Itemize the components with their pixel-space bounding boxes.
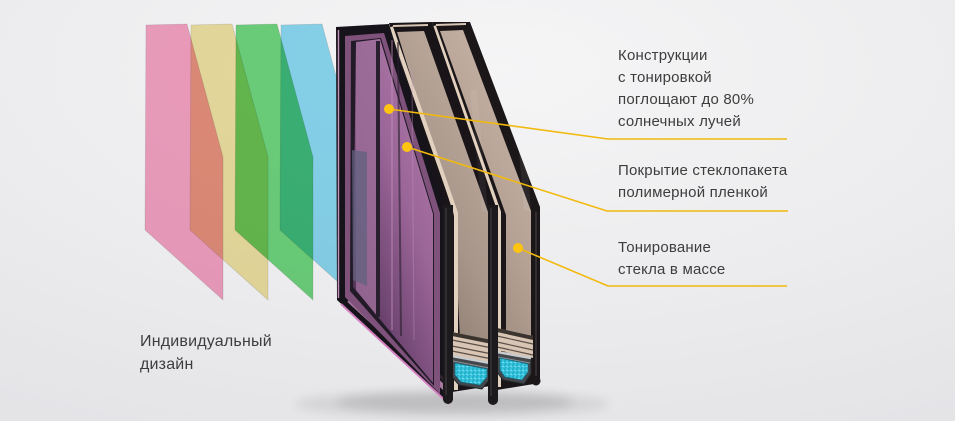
- annotation-line: Тонирование: [618, 239, 712, 256]
- leader-line-mass-tinting: [517, 247, 787, 287]
- annotation-line: стекла в массе: [618, 261, 726, 278]
- desiccant-granules-right: [499, 357, 529, 381]
- annotation-line: полимерной пленкой: [618, 184, 768, 201]
- leader-line-polymer-film: [406, 146, 788, 212]
- annotation-line: поглощают до 80%: [618, 91, 754, 108]
- caption-individual-design: Индивидуальный дизайн: [140, 330, 272, 376]
- annotation-line: Конструкции: [618, 47, 708, 64]
- desiccant-granules-left: [454, 362, 488, 386]
- pane-edge-highlight-front: [389, 26, 458, 390]
- marker-dot-tinted-absorb: [384, 104, 394, 114]
- marker-dot-polymer-film: [402, 142, 412, 152]
- ground-shadow-inner: [337, 392, 573, 412]
- annotation-line: Покрытие стеклопакета: [618, 162, 788, 179]
- leader-lines: [388, 108, 788, 287]
- spacer-bar-left: [451, 332, 493, 390]
- annotation-line: солнечных лучей: [618, 113, 741, 130]
- sheet-seen-through-glass: [352, 150, 367, 286]
- marker-dots: [384, 104, 523, 253]
- annotation-line: с тонировкой: [618, 69, 712, 86]
- tinted-pane-rear: [432, 22, 541, 390]
- annotation-polymer-film: Покрытие стеклопакета полимерной пленкой: [618, 160, 787, 204]
- glazing-unit: [336, 22, 541, 405]
- design-sheets: [144, 23, 359, 301]
- annotation-mass-tinting: Тонирование стекла в массе: [618, 237, 725, 281]
- caption-line: дизайн: [140, 356, 194, 373]
- marker-dot-mass-tinting: [513, 243, 523, 253]
- frame-bars: [443, 205, 498, 405]
- spacer-bar-right: [496, 328, 534, 385]
- annotation-tinted-absorb: Конструкции с тонировкой поглощают до 80…: [618, 45, 754, 133]
- purple-sash: [336, 24, 454, 405]
- caption-line: Индивидуальный: [140, 333, 272, 350]
- leader-line-tinted-absorb: [388, 108, 787, 140]
